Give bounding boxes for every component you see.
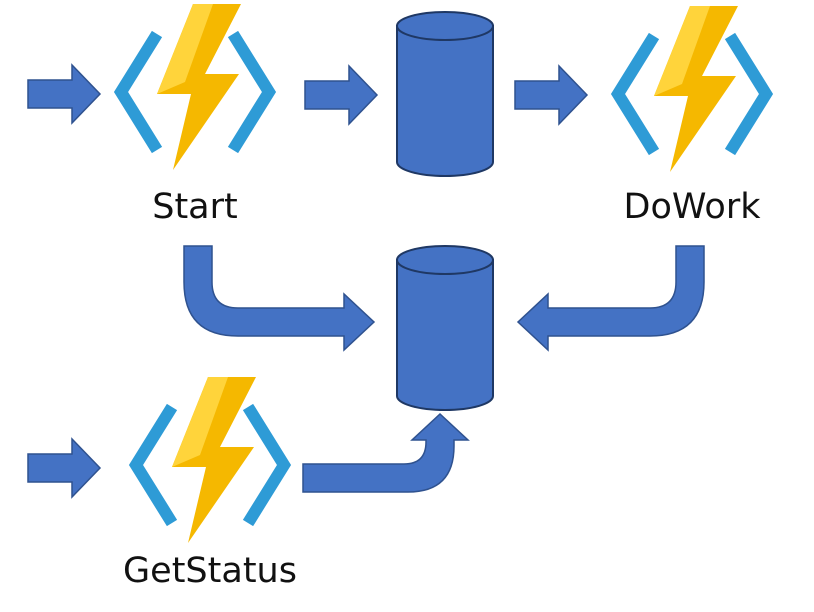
curved-arrow-start-status <box>183 245 376 352</box>
start-function-icon <box>121 4 269 170</box>
dowork-label: DoWork <box>624 187 762 227</box>
arrow-start-to-queue <box>304 65 378 125</box>
dowork-function-icon <box>618 6 766 172</box>
input-arrow-start <box>27 64 101 124</box>
arrow-queue-to-dowork <box>514 65 588 125</box>
getstatus-label: GetStatus <box>123 551 297 591</box>
status-storage-icon <box>396 245 494 411</box>
start-label: Start <box>152 187 238 227</box>
curved-arrow-getstatus-status <box>302 412 470 493</box>
input-arrow-getstatus <box>27 438 101 498</box>
curved-arrow-dowork-status <box>516 245 705 352</box>
queue-storage-icon <box>396 11 494 177</box>
getstatus-function-icon <box>136 377 284 543</box>
